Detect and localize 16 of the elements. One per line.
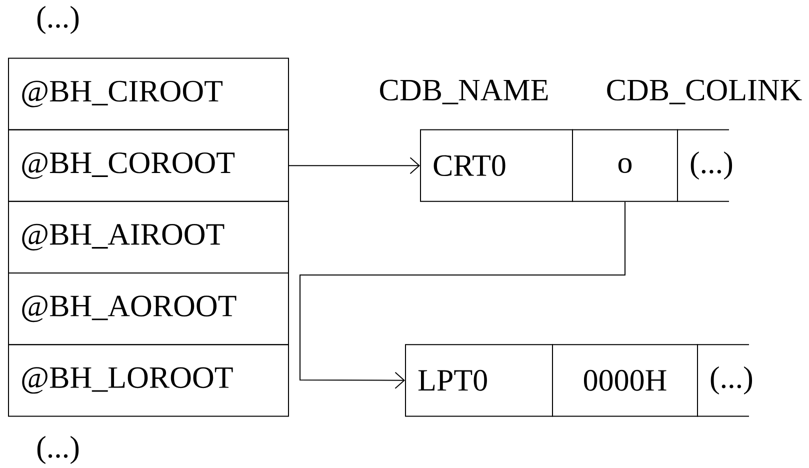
- arrow: [300, 201, 626, 389]
- table-cell: (...): [676, 129, 732, 202]
- ellipsis-note: (...): [37, 436, 79, 464]
- name-cell: @BH_AOROOT: [8, 272, 289, 346]
- table-cell: LPT0: [405, 344, 553, 417]
- table-cell: 0000H: [552, 344, 698, 417]
- table-cell: (...): [696, 344, 752, 417]
- name-cell: @BH_COROOT: [8, 129, 289, 202]
- table-cell: o: [572, 129, 678, 202]
- name-cell: @BH_LOROOT: [8, 344, 289, 417]
- column-header: CDB_COLINK: [607, 80, 802, 104]
- table-cell: CRT0: [420, 129, 573, 202]
- name-cell: @BH_CIROOT: [8, 58, 289, 130]
- column-header: CDB_NAME: [380, 80, 548, 104]
- arrow: [288, 157, 420, 174]
- name-cell: @BH_AIROOT: [8, 200, 289, 274]
